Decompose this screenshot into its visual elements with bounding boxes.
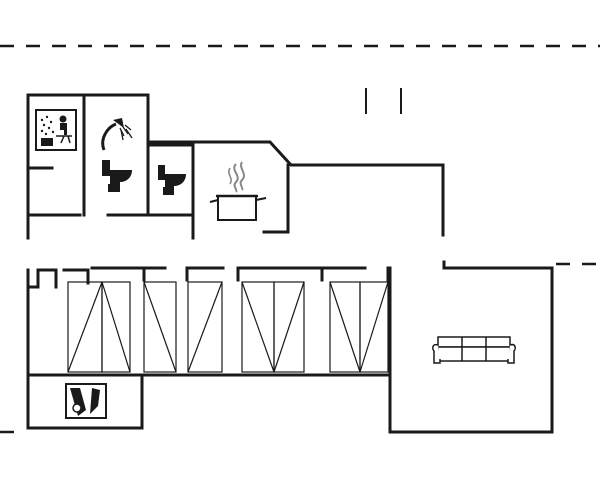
wardrobe: [67, 281, 131, 373]
wardrobe: [329, 281, 389, 373]
wardrobes: [67, 281, 389, 373]
entrance-marks: [365, 88, 402, 114]
toilet-icon: [102, 160, 132, 192]
property-boundary: [0, 44, 600, 434]
shower-icon: [101, 118, 133, 151]
wardrobe: [241, 281, 305, 373]
walls: [26, 93, 554, 434]
sauna-icon: [35, 109, 77, 151]
toilet-icon: [158, 165, 186, 195]
wardrobe: [187, 281, 223, 373]
sofa-icon: [432, 336, 516, 364]
wardrobe: [143, 281, 177, 373]
washing-machine-icon: [65, 383, 107, 419]
cooking-pot-icon: [209, 161, 267, 221]
